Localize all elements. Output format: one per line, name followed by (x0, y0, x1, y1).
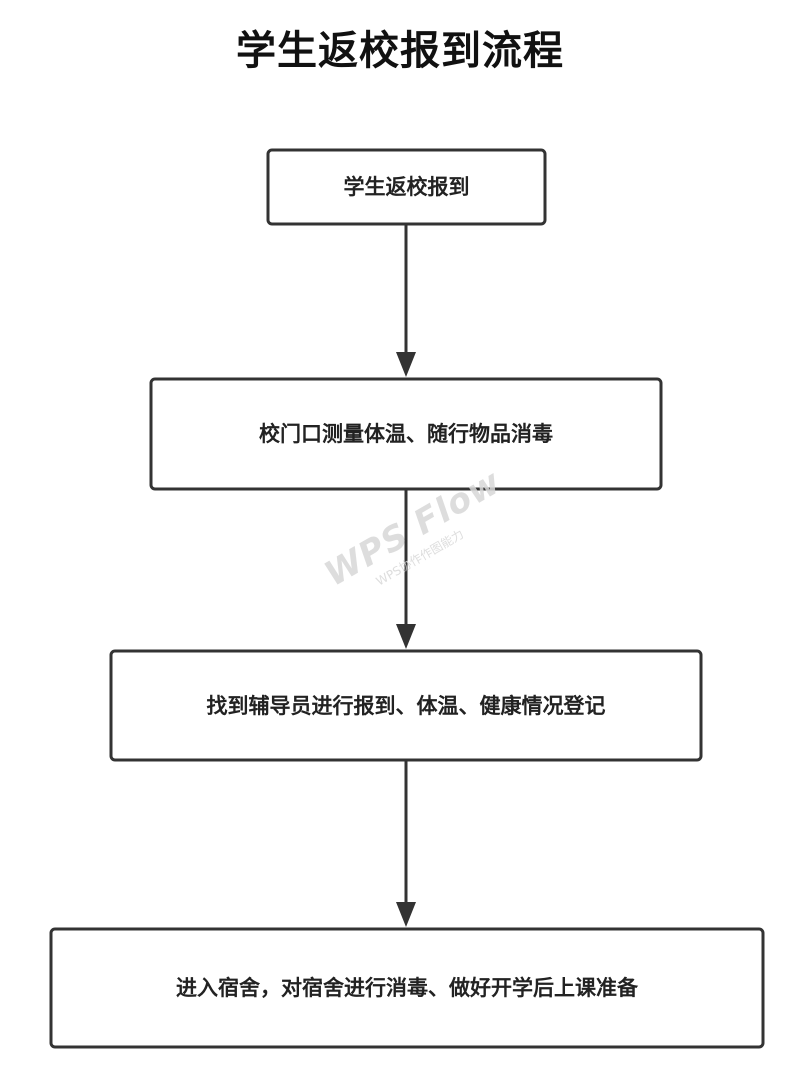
arrowhead-icon (396, 902, 416, 927)
arrowhead-icon (396, 352, 416, 377)
process-label: 学生返校报到 (344, 175, 470, 199)
flow-node-step-3[interactable]: 找到辅导员进行报到、体温、健康情况登记 (109, 649, 703, 762)
process-label: 进入宿舍，对宿舍进行消毒、做好开学后上课准备 (176, 976, 639, 1000)
process-box (49, 927, 765, 1049)
process-label: 校门口测量体温、随行物品消毒 (259, 422, 553, 446)
flow-node-step-2[interactable]: 校门口测量体温、随行物品消毒 (149, 377, 663, 491)
edge-step-2-to-step-3 (396, 489, 416, 649)
flow-edges (396, 224, 416, 927)
process-box (149, 377, 663, 491)
flow-node-step-4[interactable]: 进入宿舍，对宿舍进行消毒、做好开学后上课准备 (49, 927, 765, 1049)
arrowhead-icon (396, 624, 416, 649)
flow-node-step-1[interactable]: 学生返校报到 (266, 148, 547, 226)
process-box (266, 148, 547, 226)
edge-step-3-to-step-4 (396, 760, 416, 927)
process-box (109, 649, 703, 762)
page-title: 学生返校报到流程 (236, 28, 564, 74)
process-label: 找到辅导员进行报到、体温、健康情况登记 (207, 694, 606, 718)
edge-step-1-to-step-2 (396, 224, 416, 377)
